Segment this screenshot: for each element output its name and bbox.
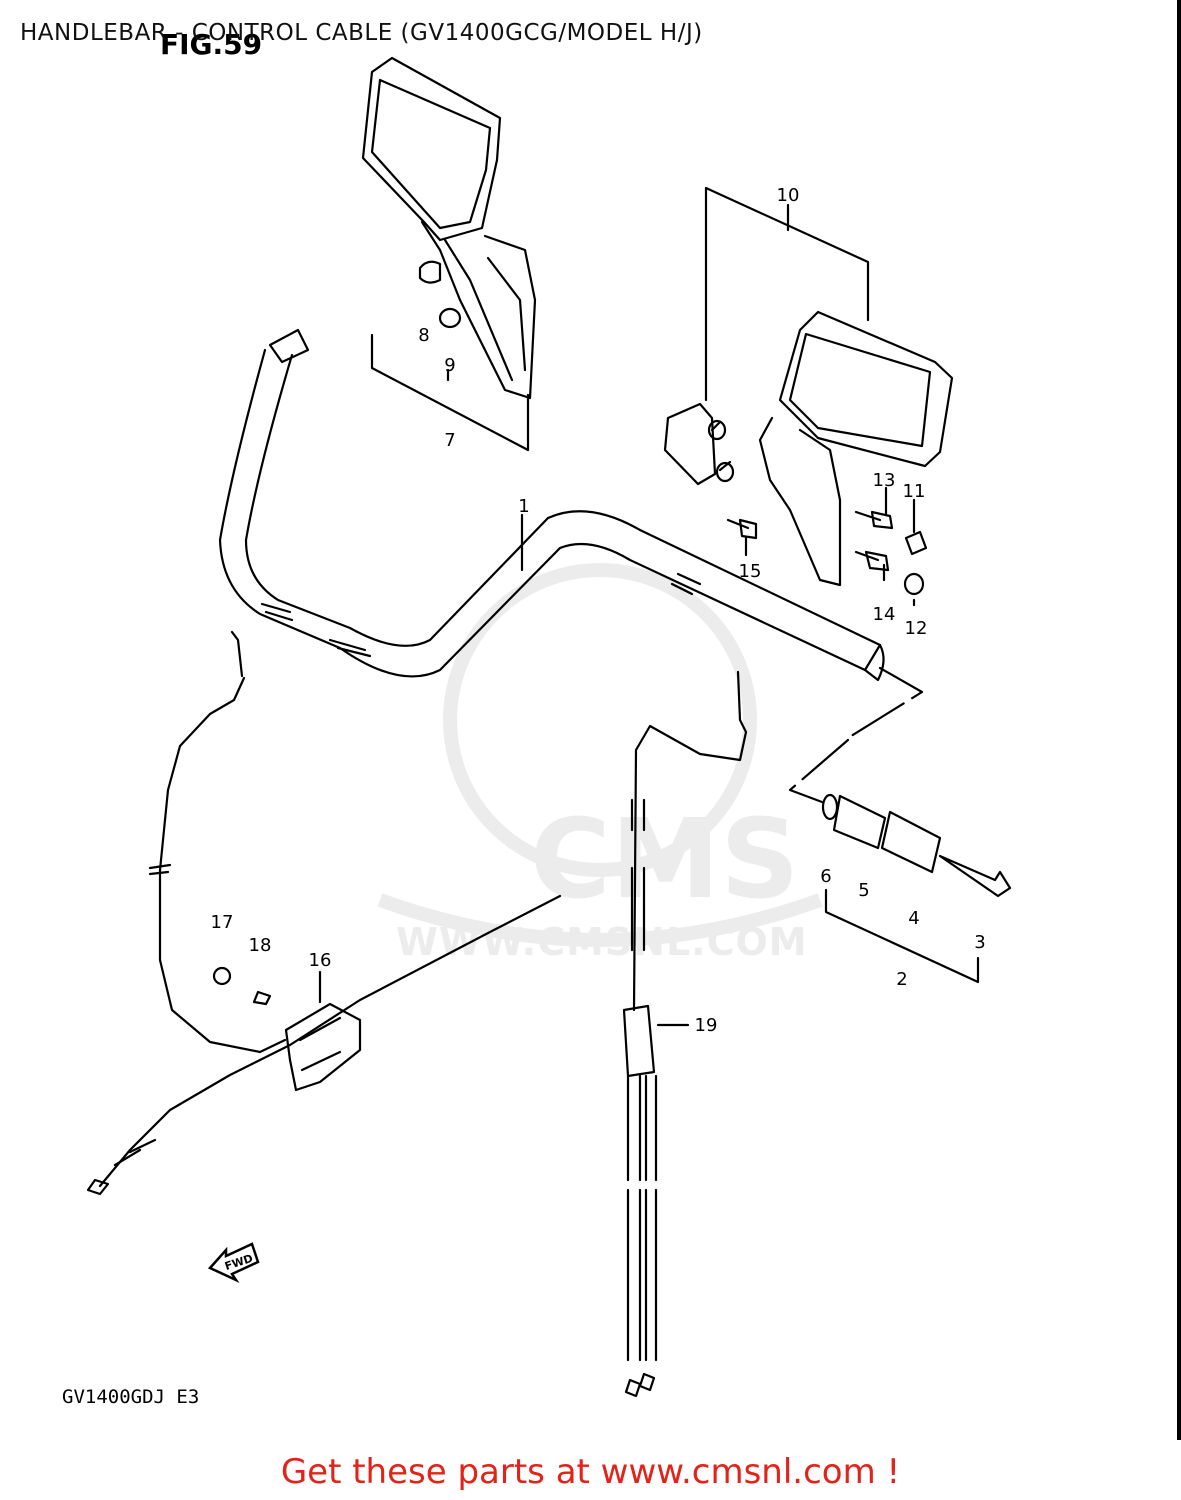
mirror-right <box>663 310 954 587</box>
page-title: HANDLEBAR - CONTROL CABLE (GV1400GCG/MOD… <box>20 20 703 46</box>
nut-9 <box>438 307 462 329</box>
fwd-arrow: FWD <box>207 1242 260 1283</box>
screw-3 <box>938 854 1012 898</box>
choke-cable-assembly <box>622 670 748 1398</box>
callout-19: 19 <box>695 1015 718 1036</box>
figure-label: FIG.59 <box>160 28 263 61</box>
cushion-12 <box>903 572 925 596</box>
callout-14: 14 <box>873 604 896 625</box>
leader-lines <box>318 203 916 1027</box>
callout-8: 8 <box>418 325 429 346</box>
handlebar <box>218 328 885 682</box>
model-code: GV1400GDJ E3 <box>62 1386 200 1408</box>
nut-11 <box>904 530 928 556</box>
callout-18: 18 <box>249 935 272 956</box>
callout-4: 4 <box>908 908 919 929</box>
frame-edge <box>1177 0 1181 1440</box>
footer-cta-link[interactable]: Get these parts at www.cmsnl.com ! <box>280 1452 901 1492</box>
callout-16: 16 <box>309 950 332 971</box>
callout-15: 15 <box>739 561 762 582</box>
callout-1: 1 <box>518 496 529 517</box>
bracket-7 <box>370 333 530 452</box>
watermark-logo <box>377 563 823 947</box>
weight-4 <box>880 810 942 874</box>
grommet-8 <box>418 260 442 284</box>
callout-17: 17 <box>211 912 234 933</box>
throttle-cable-assembly <box>86 630 562 1196</box>
callout-11: 11 <box>903 481 926 502</box>
bracket-2 <box>824 888 980 984</box>
callout-5: 5 <box>858 880 869 901</box>
leader-balancer <box>788 666 924 804</box>
washer-6 <box>821 793 839 821</box>
callout-13: 13 <box>873 470 896 491</box>
bolt-15 <box>726 518 758 540</box>
screw-17 <box>212 966 232 986</box>
callout-10: 10 <box>777 185 800 206</box>
bolt-13 <box>854 510 894 530</box>
bolt-14 <box>854 550 890 572</box>
washer-18 <box>252 990 272 1006</box>
callout-2: 2 <box>896 969 907 990</box>
callout-3: 3 <box>974 932 985 953</box>
callout-9: 9 <box>444 355 455 376</box>
mirror-left <box>361 56 537 400</box>
spacer-5 <box>832 794 887 850</box>
callout-7: 7 <box>444 430 455 451</box>
callout-12: 12 <box>905 618 928 639</box>
callout-6: 6 <box>820 866 831 887</box>
cable-junction-16 <box>284 1002 362 1092</box>
junction-detail <box>298 1016 342 1072</box>
